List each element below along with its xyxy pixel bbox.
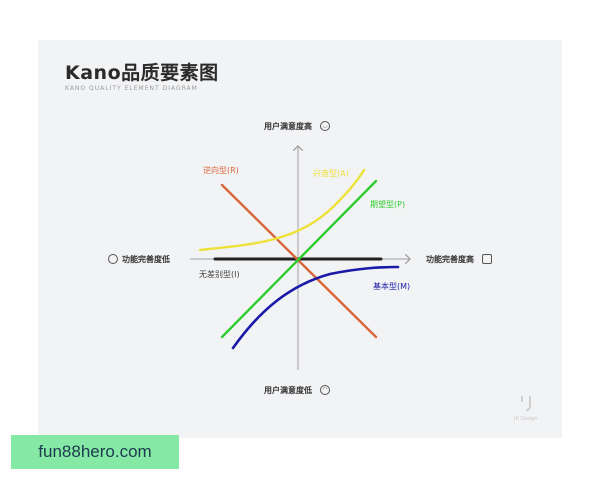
label-indifferent: 无差别型(I) bbox=[199, 270, 240, 279]
axis-label-top: 用户满意度高 bbox=[264, 122, 312, 131]
watermark-banner[interactable]: fun88hero.com bbox=[11, 435, 179, 469]
diagram-card bbox=[38, 40, 562, 438]
label-attractive: 兴奋型(A) bbox=[313, 169, 349, 178]
diagram-title: Kano品质要素图 bbox=[65, 62, 219, 84]
axis-label-bottom: 用户满意度低 bbox=[264, 386, 312, 395]
brand-logo-icon bbox=[521, 396, 531, 411]
curve-attractive bbox=[198, 168, 366, 252]
label-basic: 基本型(M) bbox=[373, 282, 411, 291]
axis-label-right: 功能完善度高 bbox=[426, 255, 474, 264]
label-performance: 期望型(P) bbox=[370, 200, 406, 209]
curve-reverse bbox=[220, 183, 378, 339]
circle-icon bbox=[108, 254, 118, 264]
smile-icon: ◡ bbox=[320, 121, 330, 131]
axis-label-left: 功能完善度低 bbox=[122, 255, 170, 264]
curve-performance bbox=[220, 179, 378, 339]
diagram-subtitle: KANO QUALITY ELEMENT DIAGRAM bbox=[65, 85, 198, 92]
frown-icon: ◠ bbox=[320, 385, 330, 395]
brand-text: JK Design bbox=[514, 416, 538, 422]
label-reverse: 逆向型(R) bbox=[203, 166, 239, 175]
expand-icon bbox=[482, 254, 492, 264]
curve-basic bbox=[231, 265, 400, 350]
